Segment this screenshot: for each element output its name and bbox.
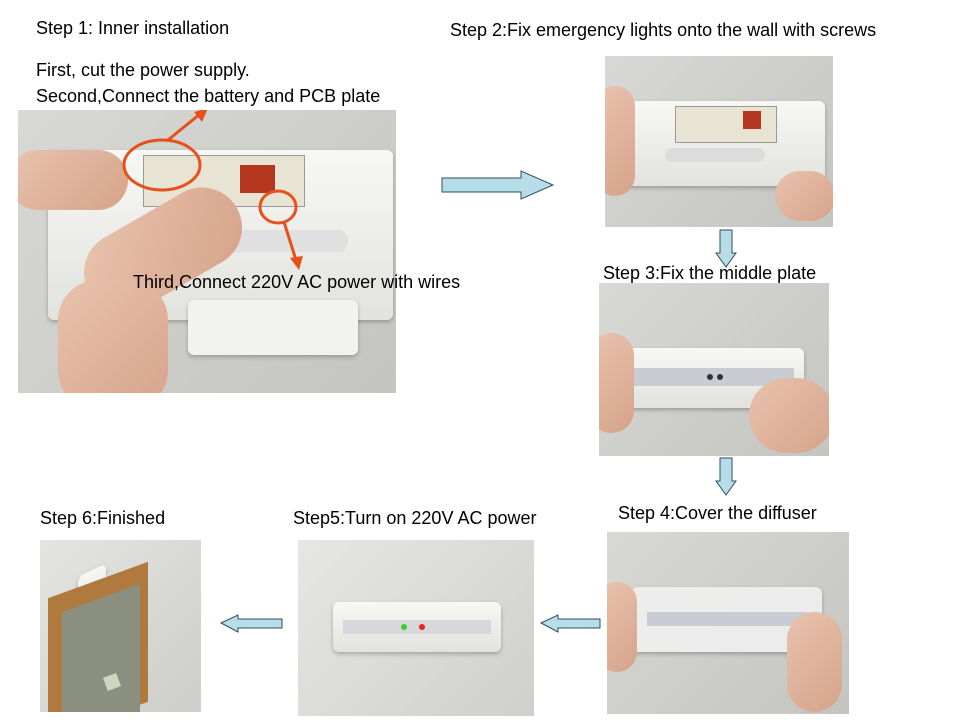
arrow-right-icon [441,170,555,200]
step5-title: Step5:Turn on 220V AC power [293,508,537,528]
step1-title: Step 1: Inner installation [36,18,230,38]
step4-title: Step 4:Cover the diffuser [618,503,817,523]
step5-photo [298,540,534,716]
arrow-down-icon [715,229,737,268]
step1-line1: First, cut the power supply. [36,60,250,80]
step2-photo [605,56,833,227]
step4-photo [607,532,849,714]
arrow-left-icon [539,614,601,633]
arrow-left-icon [219,614,283,633]
annotation-marks [122,110,303,270]
arrow-down-icon [715,457,737,496]
step1-photo [18,110,396,393]
step2-title: Step 2:Fix emergency lights onto the wal… [450,20,877,40]
step3-photo [599,283,829,456]
step6-title: Step 6:Finished [40,508,166,528]
step6-photo [40,540,201,712]
step1-line2: Second,Connect the battery and PCB plate [36,86,381,106]
step3-title: Step 3:Fix the middle plate [603,263,817,283]
step1-line3: Third,Connect 220V AC power with wires [133,272,461,292]
